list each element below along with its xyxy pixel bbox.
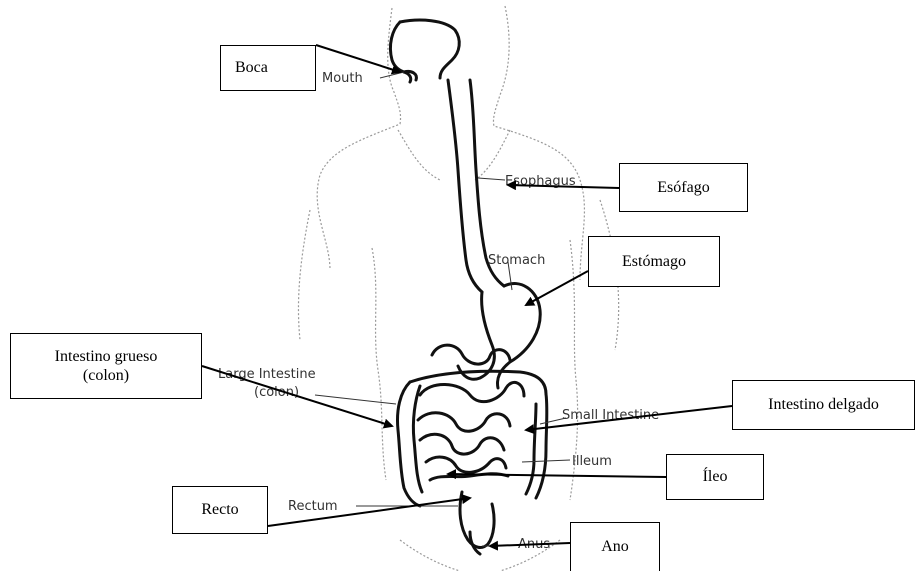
body-outline	[298, 6, 618, 571]
box-esofago-text: Esófago	[657, 178, 709, 197]
box-intestino-grueso: Intestino grueso (colon)	[10, 333, 202, 399]
label-mouth: Mouth	[322, 71, 363, 86]
box-intestino-grueso-text: Intestino grueso	[55, 347, 158, 366]
label-stomach: Stomach	[488, 253, 545, 268]
box-recto: Recto	[172, 486, 268, 534]
box-ileo-text: Íleo	[703, 467, 728, 486]
box-ileo: Íleo	[666, 454, 764, 500]
label-illeum: Illeum	[572, 454, 612, 469]
box-intestino-grueso-colon-text: (colon)	[83, 366, 129, 385]
spanish-arrows	[202, 45, 732, 546]
box-boca: Boca	[220, 45, 316, 91]
box-estomago: Estómago	[588, 236, 720, 287]
box-esofago: Esófago	[619, 163, 748, 212]
label-rectum: Rectum	[288, 499, 338, 514]
box-boca-text: Boca	[235, 58, 268, 77]
box-ano-text: Ano	[601, 537, 629, 556]
label-large-intestine: Large Intestine	[218, 367, 316, 382]
box-ano: Ano	[570, 522, 660, 571]
box-intestino-delgado: Intestino delgado	[732, 380, 915, 430]
label-large-intestine-colon: (colon)	[254, 385, 299, 400]
box-intestino-delgado-text: Intestino delgado	[768, 395, 879, 414]
box-recto-text: Recto	[201, 500, 238, 519]
box-estomago-text: Estómago	[622, 252, 686, 271]
rectum-organ	[460, 492, 494, 554]
